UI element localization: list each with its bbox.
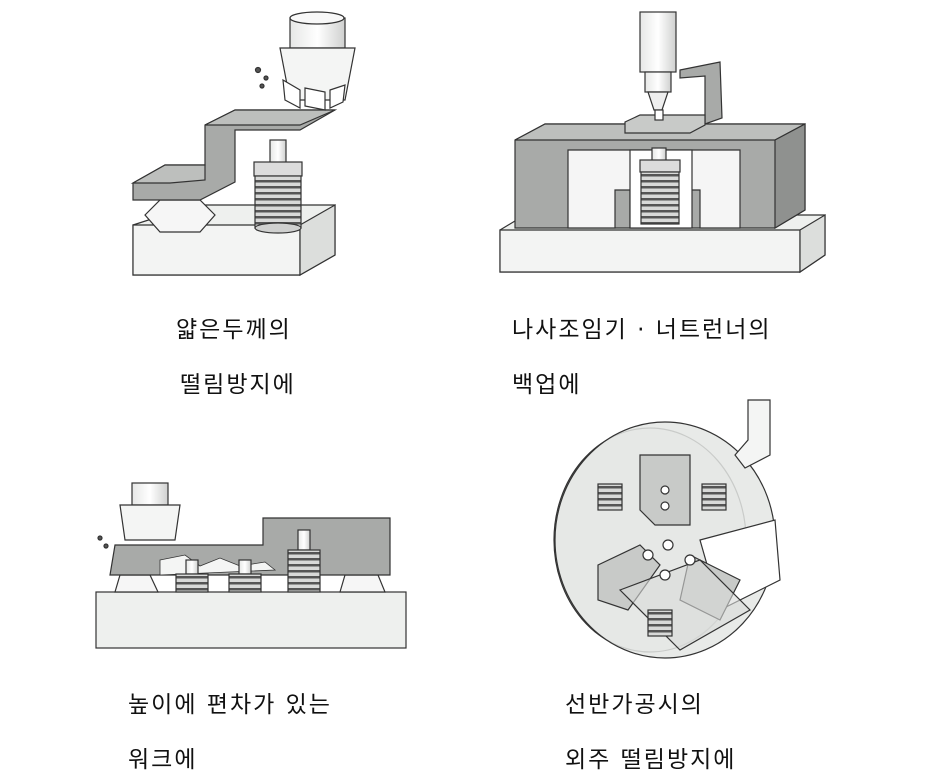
caption-p4-line1: 선반가공시의 [565,692,704,718]
caption-p4-line2: 외주 떨림방지에 [565,747,737,773]
diagram-nut-runner-backup [499,11,826,274]
caption-p2-line1: 나사조임기 · 너트런너의 [512,317,772,343]
caption-p1-line2: 떨림방지에 [180,372,296,398]
caption-p1-line1: 얇은두께의 [176,317,292,343]
diagram-uneven-height-work [95,482,407,649]
caption-p3-line2: 워크에 [128,747,198,773]
caption-p3-line1: 높이에 편차가 있는 [128,692,332,718]
diagram-thin-work-vibration [130,11,356,277]
caption-p2-line2: 백업에 [512,372,582,398]
diagram-lathe-chuck [553,399,781,659]
